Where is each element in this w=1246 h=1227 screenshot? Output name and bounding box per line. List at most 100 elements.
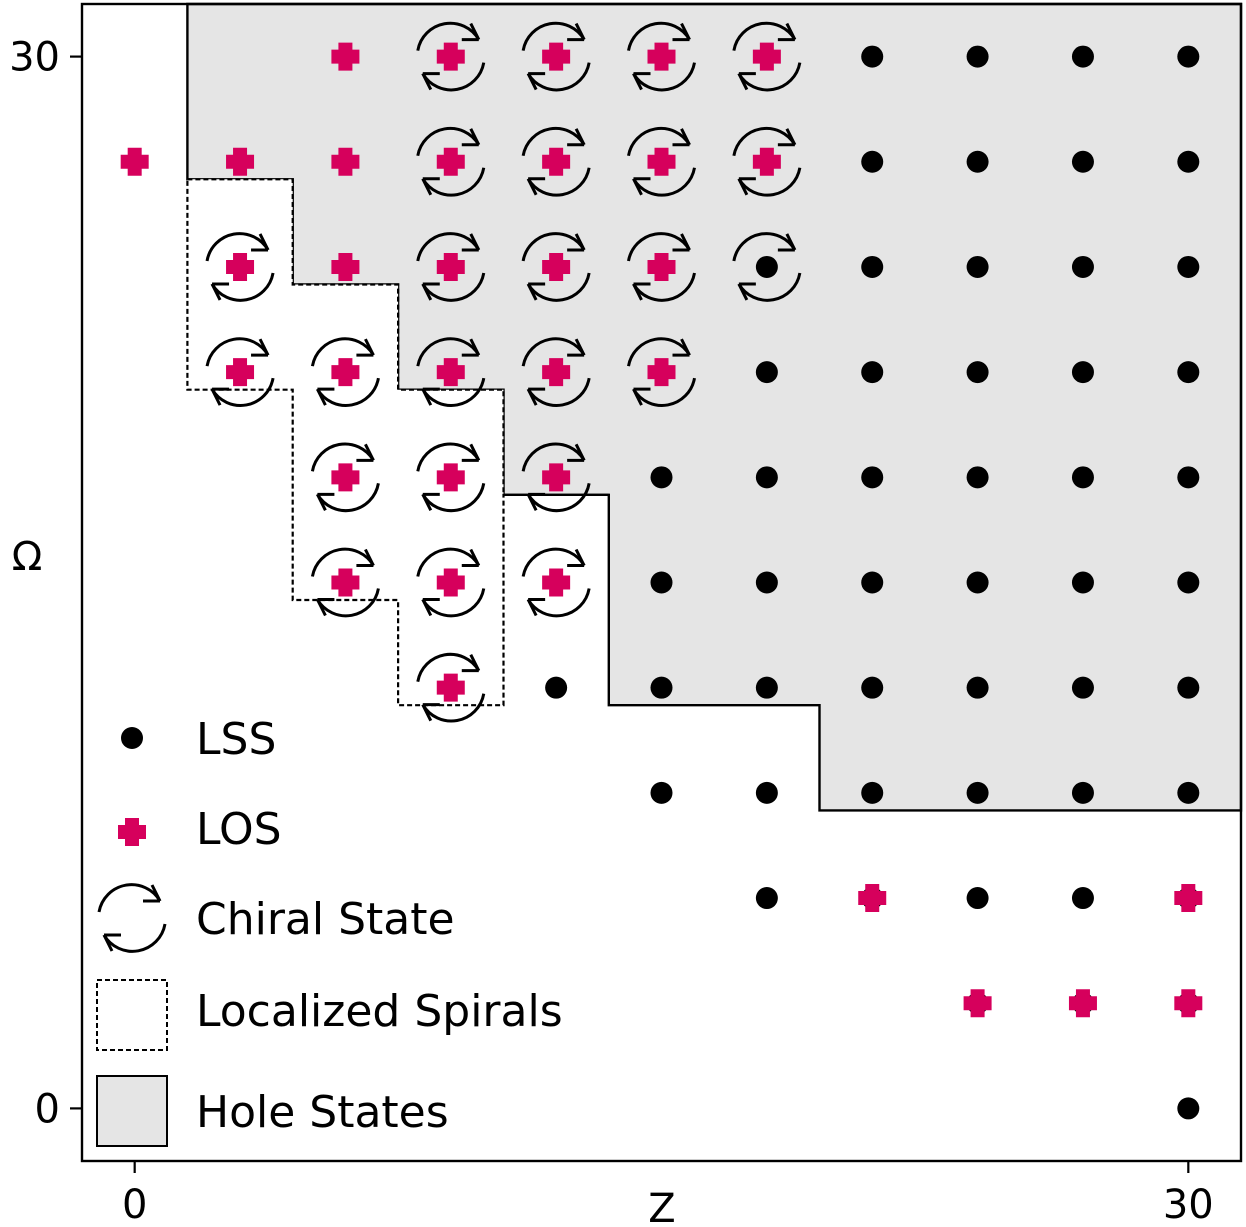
chiral-state-marker — [310, 547, 380, 618]
chiral-arrowhead-top — [672, 22, 691, 42]
los-point — [331, 252, 360, 281]
chiral-arc-bottom — [316, 377, 380, 407]
chiral-arc-top — [310, 547, 375, 577]
chiral-arrowhead-bottom — [210, 387, 230, 406]
chiral-arrowhead-bottom — [526, 177, 546, 196]
chiral-state-marker — [627, 21, 696, 92]
chiral-arrowhead-bottom — [526, 72, 546, 91]
lss-point — [755, 887, 778, 910]
chiral-arrowhead-top — [672, 233, 691, 252]
lss-point — [861, 781, 884, 804]
x-tick-label: 30 — [1163, 1182, 1214, 1227]
lss-point — [1071, 887, 1094, 910]
lss-point — [1177, 361, 1200, 384]
chiral-arc-top — [521, 232, 586, 262]
los-point — [752, 147, 781, 176]
chiral-arrowhead-bottom — [632, 177, 651, 196]
chiral-arc-top — [732, 232, 797, 262]
chiral-arrowhead-top — [672, 338, 691, 357]
chiral-arrowhead-bottom — [316, 387, 335, 406]
chiral-arc-bottom — [316, 483, 380, 513]
legend-lss-marker — [121, 727, 143, 749]
chiral-arrowhead-bottom — [526, 598, 546, 617]
los-point — [436, 252, 465, 281]
chiral-arc-bottom — [421, 483, 486, 513]
los-point — [436, 673, 465, 702]
chiral-arrowhead-bottom — [526, 387, 546, 406]
chiral-arc-top — [627, 337, 691, 367]
lss-point — [1071, 150, 1094, 173]
chiral-arc-bottom — [526, 588, 591, 618]
lss-point — [966, 676, 989, 699]
lss-point — [1071, 361, 1094, 384]
lss-point — [650, 466, 673, 489]
chiral-state-marker — [416, 126, 486, 197]
los-point — [647, 147, 676, 176]
chiral-state-marker — [521, 337, 591, 407]
lss-point — [1177, 781, 1200, 804]
chiral-state-marker — [732, 21, 802, 92]
los-point — [331, 463, 360, 492]
lss-point — [755, 676, 778, 699]
chiral-arrowhead-bottom — [737, 177, 756, 196]
lss-point — [861, 150, 884, 173]
lss-point — [861, 361, 884, 384]
lss-point — [966, 45, 989, 68]
lss-point — [966, 361, 989, 384]
lss-point — [650, 571, 673, 594]
los-point — [963, 989, 992, 1018]
chiral-arc-bottom — [421, 272, 486, 302]
chiral-arc-top — [416, 652, 481, 682]
chiral-arrowhead-top — [777, 128, 797, 147]
lss-point — [1177, 1097, 1200, 1120]
chiral-arrowhead-bottom — [526, 282, 546, 301]
legend-spirals-swatch — [96, 979, 168, 1051]
chiral-state-marker — [627, 232, 696, 302]
chiral-arc-top — [416, 547, 481, 577]
chiral-arc-bottom — [421, 588, 486, 618]
chiral-arrowhead-bottom — [316, 492, 335, 511]
los-point — [331, 42, 360, 71]
chiral-arrowhead-top — [461, 233, 481, 252]
chiral-state-marker — [416, 337, 486, 407]
lss-point — [1177, 571, 1200, 594]
lss-point — [966, 150, 989, 173]
chiral-arc-bottom — [526, 377, 591, 407]
x-tick-label: 0 — [122, 1182, 147, 1227]
lss-point — [755, 781, 778, 804]
chiral-arrowhead-top — [461, 548, 481, 567]
chiral-arc-bottom — [526, 272, 591, 302]
lss-point — [1071, 781, 1094, 804]
plot-frame — [80, 2, 1243, 1163]
chiral-state-marker — [205, 337, 275, 407]
legend-spirals-label: Localized Spirals — [196, 986, 563, 1037]
los-point — [436, 463, 465, 492]
chiral-arc-bottom — [632, 377, 696, 407]
chiral-arc-top — [521, 337, 586, 367]
chiral-arc-bottom — [421, 693, 486, 723]
chiral-state-marker — [521, 126, 591, 197]
chiral-arc-top — [205, 232, 270, 262]
los-point — [542, 568, 571, 597]
los-point — [542, 147, 571, 176]
chiral-arc-bottom — [210, 272, 275, 302]
chiral-state-marker — [416, 21, 486, 92]
chiral-state-marker — [310, 337, 380, 407]
y-axis-label: Ω — [12, 534, 43, 580]
chiral-arc-bottom — [632, 272, 696, 302]
los-point — [436, 42, 465, 71]
lss-point — [545, 676, 568, 699]
chiral-arrowhead-top — [777, 233, 797, 252]
los-point — [226, 252, 255, 281]
lss-point — [966, 571, 989, 594]
lss-point — [1071, 466, 1094, 489]
los-point — [1174, 884, 1203, 913]
chiral-arc-bottom — [421, 377, 486, 407]
chiral-arc-top — [627, 232, 691, 262]
lss-point — [755, 361, 778, 384]
chiral-arc-bottom — [421, 62, 486, 92]
lss-point — [1071, 676, 1094, 699]
lss-point — [1071, 571, 1094, 594]
lss-point — [1177, 466, 1200, 489]
